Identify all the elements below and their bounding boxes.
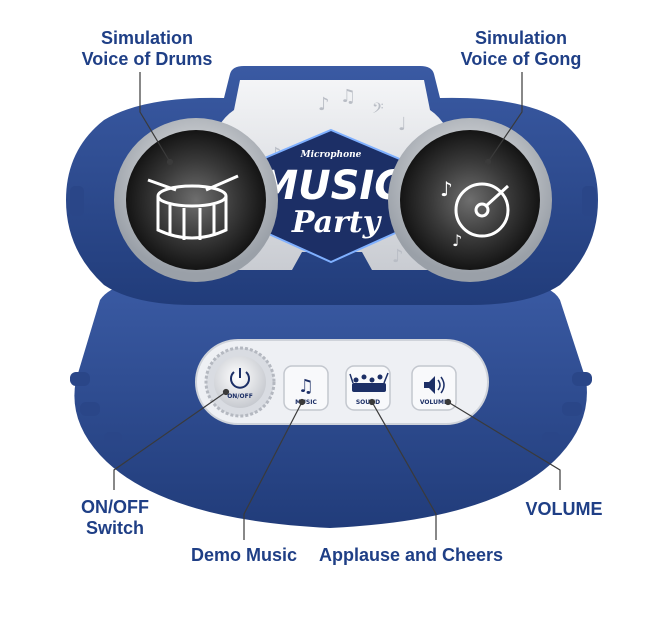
svg-text:♪: ♪ xyxy=(452,231,462,250)
callout-gong: Simulation Voice of Gong xyxy=(446,28,596,70)
callout-applause: Applause and Cheers xyxy=(318,545,504,566)
callout-drums: Simulation Voice of Drums xyxy=(72,28,222,70)
power-label: ON/OFF xyxy=(227,393,253,400)
side-tab-left xyxy=(70,186,84,216)
svg-text:𝄢: 𝄢 xyxy=(372,100,384,121)
svg-text:♫: ♫ xyxy=(340,86,356,107)
volume-button[interactable]: VOLUME xyxy=(411,365,457,411)
callout-volume: VOLUME xyxy=(518,499,610,520)
callout-gong-line2: Voice of Gong xyxy=(460,49,582,69)
gong-speaker xyxy=(400,130,540,270)
callout-drums-line2: Voice of Drums xyxy=(81,49,213,69)
callout-volume-text: VOLUME xyxy=(525,499,603,519)
side-tab-right xyxy=(582,186,596,216)
volume-button-label: VOLUME xyxy=(420,399,448,406)
lower-body-bumps xyxy=(70,372,592,445)
callout-onoff-line2: Switch xyxy=(85,518,144,538)
svg-text:♪: ♪ xyxy=(392,246,404,267)
callout-onoff: ON/OFF Switch xyxy=(60,497,170,539)
music-button-label: MUSIC xyxy=(295,399,317,406)
drum-speaker xyxy=(126,130,266,270)
callout-gong-line1: Simulation xyxy=(474,28,567,48)
music-note-icon: ♫ xyxy=(298,376,314,397)
leader-lines xyxy=(113,72,561,540)
sound-button-label: SOUND xyxy=(356,399,380,406)
svg-text:♪: ♪ xyxy=(318,94,330,115)
drum-icon xyxy=(147,174,239,240)
callout-demo-music: Demo Music xyxy=(182,545,306,566)
callout-onoff-line1: ON/OFF xyxy=(81,497,149,517)
logo-party: Party xyxy=(291,205,383,240)
callout-drums-line1: Simulation xyxy=(100,28,193,48)
sound-button[interactable]: SOUND xyxy=(345,365,391,411)
music-button[interactable]: ♫ MUSIC xyxy=(283,365,329,411)
callout-applause-text: Applause and Cheers xyxy=(318,545,504,565)
callout-demo-music-text: Demo Music xyxy=(190,545,298,565)
svg-text:♪: ♪ xyxy=(440,177,453,201)
power-knob[interactable]: ON/OFF xyxy=(204,346,276,418)
speaker-volume-icon xyxy=(424,376,445,394)
logo-music: MUSIC xyxy=(258,163,403,209)
crowd-cheering-icon xyxy=(349,372,389,392)
power-icon xyxy=(230,368,250,389)
svg-text:♩: ♩ xyxy=(398,114,407,135)
logo-microphone: Microphone xyxy=(300,150,362,160)
gong-icon: ♪ ♪ xyxy=(440,177,510,250)
